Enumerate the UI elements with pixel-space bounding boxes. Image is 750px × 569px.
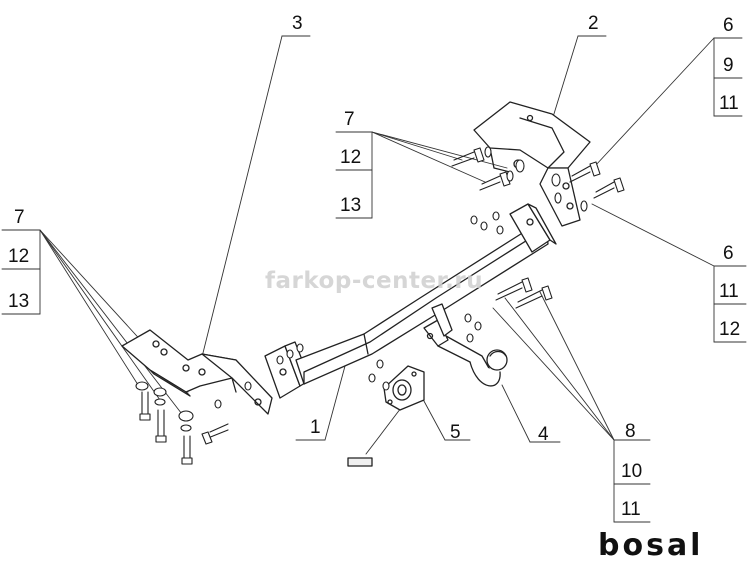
bosal-logo: bosal [598,528,704,563]
callout-11-bottom: 11 [621,499,641,520]
ball-mount [424,304,507,386]
callout-1: 1 [310,417,321,438]
callout-4: 4 [538,424,549,445]
callout-11-right: 11 [719,281,739,302]
callout-13-middle: 13 [340,195,362,216]
callout-6-top: 6 [723,15,734,36]
callout-5: 5 [450,422,461,443]
callout-8: 8 [625,421,636,442]
socket-plate [348,366,424,466]
fastener-hardware [136,147,624,464]
left-bracket [122,330,272,414]
callout-12-right: 12 [719,319,741,340]
callout-12-left: 12 [8,246,30,267]
callout-11-top: 11 [719,93,739,114]
callout-6-right: 6 [723,243,734,264]
callout-7-left: 7 [14,207,25,228]
callout-2: 2 [588,13,599,34]
callout-7-middle: 7 [344,109,355,130]
callout-12-middle: 12 [340,147,362,168]
cross-beam [265,204,556,398]
callout-10: 10 [621,461,643,482]
callout-13-left: 13 [8,291,30,312]
leader-lines [2,36,746,522]
callout-9: 9 [723,55,734,76]
callout-3: 3 [292,13,303,34]
watermark-text: farkop-center.ru [265,268,484,294]
